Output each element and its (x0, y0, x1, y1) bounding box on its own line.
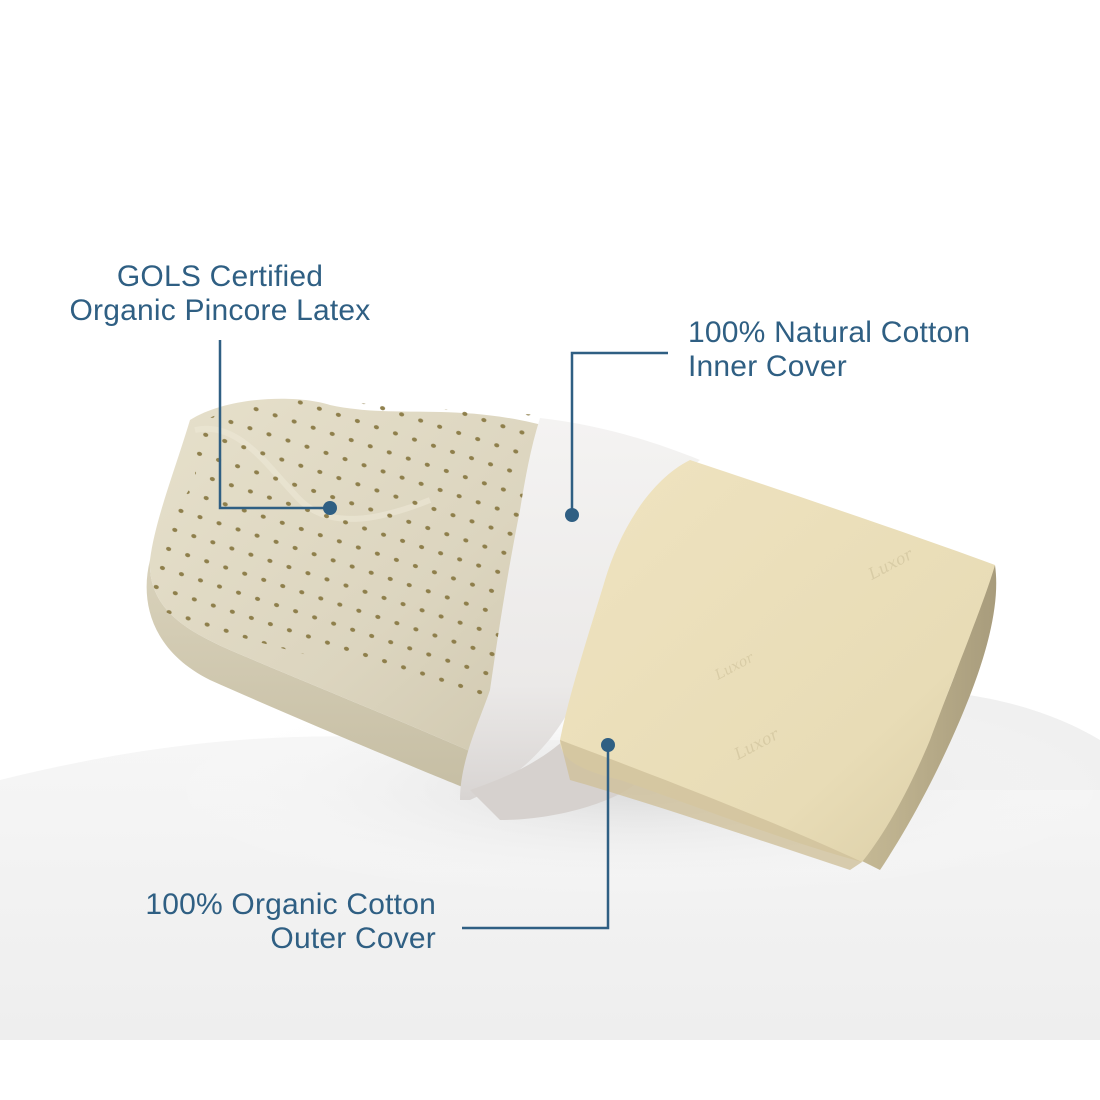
latex-core-section (144, 398, 560, 790)
callout-inner-line-2: Inner Cover (688, 350, 847, 383)
callout-dot-icon (323, 501, 337, 515)
callout-dot-icon (565, 508, 579, 522)
callout-latex-line-2: Organic Pincore Latex (69, 294, 371, 327)
callout-label-latex: GOLS Certified Organic Pincore Latex (34, 260, 406, 328)
callout-latex-line-1: GOLS Certified (116, 260, 324, 293)
outer-cover-section: Luxor Luxor Luxor (560, 460, 997, 870)
callout-inner-line (570, 351, 668, 515)
callout-outer-line-2: Outer Cover (270, 922, 436, 955)
callout-outer-line-1: 100% Organic Cotton (145, 888, 436, 921)
callout-inner-line-1: 100% Natural Cotton (688, 316, 971, 349)
callout-dot-icon (601, 738, 615, 752)
callout-outer-line (462, 745, 610, 930)
callout-label-outer-cover: 100% Organic Cotton Outer Cover (96, 888, 436, 956)
callout-latex-line (218, 340, 330, 510)
callout-label-inner-cover: 100% Natural Cotton Inner Cover (688, 316, 970, 384)
